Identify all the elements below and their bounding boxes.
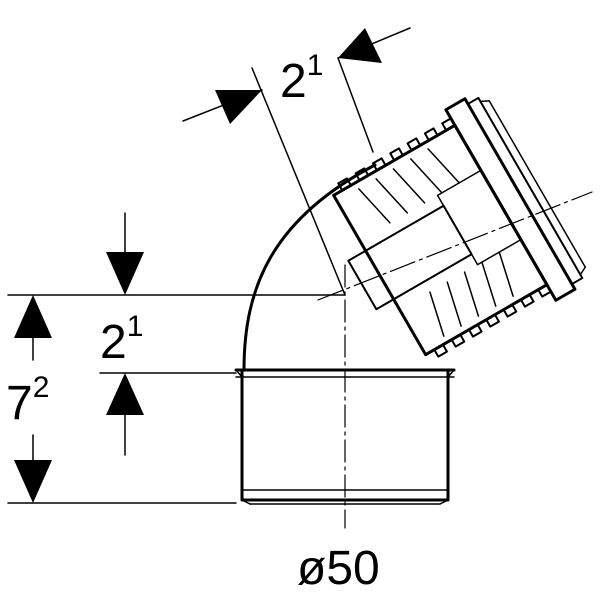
arrowhead-angled-left [215, 90, 262, 124]
angled-centerline [317, 191, 593, 301]
angled-extension-line-left [251, 67, 346, 296]
arrowhead-offset-top [106, 252, 144, 295]
arrowhead-offset-bottom [106, 373, 144, 415]
elbow-outer-curve [242, 163, 377, 372]
diameter-label: ø50 [297, 542, 380, 595]
spigot-assembly [332, 96, 587, 358]
angled-extension-line-right [337, 57, 374, 153]
vertical-offset-label: 21 [100, 310, 143, 369]
overall-height-label: 72 [6, 371, 49, 430]
angled-offset-label: 21 [280, 49, 323, 108]
arrowhead-angled-right [338, 28, 382, 63]
arrowhead-overall-bottom [14, 460, 52, 503]
arrowhead-overall-top [14, 295, 52, 338]
